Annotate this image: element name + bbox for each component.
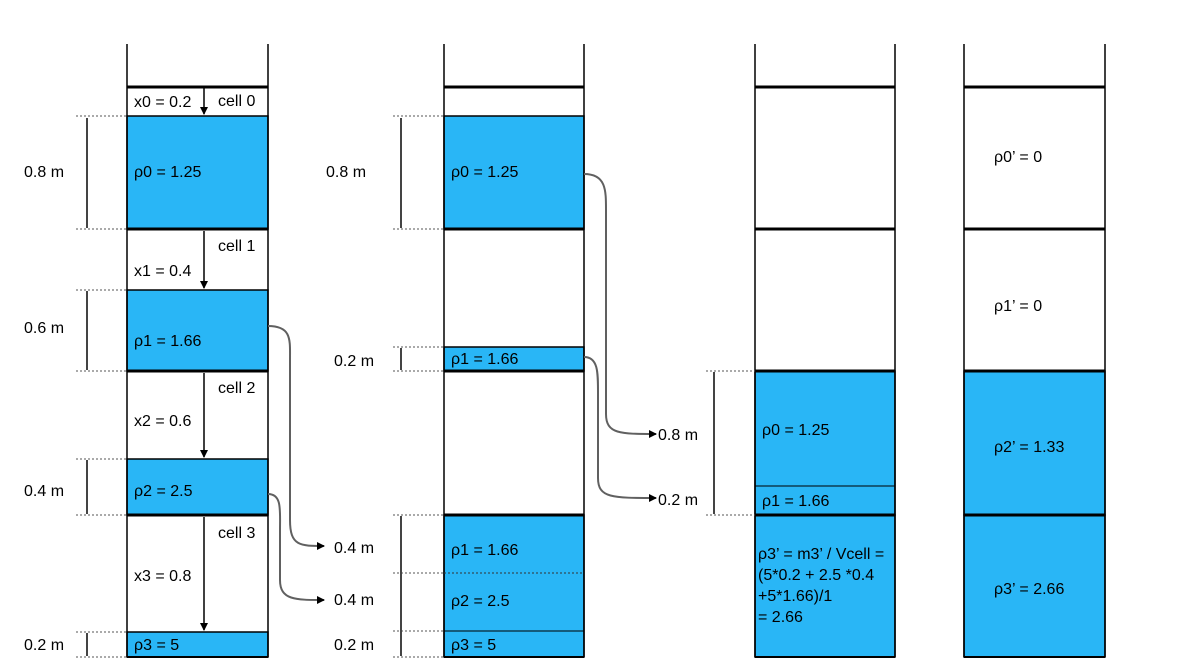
arrow-length-label: 0.8 m <box>658 427 698 444</box>
rho-label: ρ1 = 1.66 <box>451 351 518 368</box>
connectors-2 <box>583 173 657 502</box>
rho-label: ρ0 = 1.25 <box>451 164 518 181</box>
x-label: x0 = 0.2 <box>134 94 191 111</box>
cell-label: cell 3 <box>218 525 255 542</box>
x-label: x3 = 0.8 <box>134 568 191 585</box>
rho-label: ρ3’ = 2.66 <box>994 581 1064 598</box>
fluid-cell3 <box>754 514 896 658</box>
height-label: 0.2 m <box>334 353 374 370</box>
rho-label: ρ1 = 1.66 <box>134 333 201 350</box>
fluid-cell2 <box>754 370 896 516</box>
rho-label: ρ0’ = 0 <box>994 149 1042 166</box>
fluid-rho1 <box>126 289 269 372</box>
height-label: 0.2 m <box>334 637 374 654</box>
rho-label: ρ0 = 1.25 <box>762 422 829 439</box>
fluid-cell3 <box>963 514 1106 658</box>
x-label: x1 = 0.4 <box>134 263 191 280</box>
formula-line: = 2.66 <box>758 609 803 626</box>
dotted-guides <box>76 115 127 658</box>
x-label: x2 = 0.6 <box>134 413 191 430</box>
column-3: ρ0 = 1.25 ρ1 = 1.66 ρ3’ = m3’ / Vcell = … <box>706 44 896 658</box>
height-label: 0.8 m <box>24 164 64 181</box>
height-label: 0.6 m <box>24 320 64 337</box>
column-4: ρ0’ = 0 ρ1’ = 0 ρ2’ = 1.33 ρ3’ = 2.66 <box>963 44 1106 658</box>
formula-line: ρ3’ = m3’ / Vcell = <box>758 546 884 563</box>
fluid-cell2 <box>963 370 1106 516</box>
column-2: ρ0 = 1.25 0.8 m ρ1 = 1.66 0.2 m ρ1 = 1.6… <box>326 44 585 658</box>
rho-label: ρ3 = 5 <box>451 637 496 654</box>
rho-label: ρ1 = 1.66 <box>451 542 518 559</box>
rho-label: ρ2’ = 1.33 <box>994 439 1064 456</box>
formula-line: +5*1.66)/1 <box>758 588 832 605</box>
height-label: 0.2 m <box>24 637 64 654</box>
formula-line: (5*0.2 + 2.5 *0.4 <box>758 567 874 584</box>
cell-label: cell 0 <box>218 93 255 110</box>
cell-label: cell 2 <box>218 380 255 397</box>
arrow-length-label: 0.4 m <box>334 540 374 557</box>
height-label: 0.8 m <box>326 164 366 181</box>
arrow-length-label: 0.4 m <box>334 592 374 609</box>
cell-label: cell 1 <box>218 238 255 255</box>
arrow-length-label: 0.2 m <box>658 492 698 509</box>
connectors-1 <box>267 325 325 604</box>
rho-label: ρ1’ = 0 <box>994 298 1042 315</box>
rho-label: ρ0 = 1.25 <box>134 164 201 181</box>
height-label: 0.4 m <box>24 483 64 500</box>
rho-label: ρ3 = 5 <box>134 637 179 654</box>
fluid-rho2 <box>126 458 269 516</box>
dotted-guides <box>706 370 755 516</box>
column-1: cell 0 x0 = 0.2 ρ0 = 1.25 0.8 m cell 1 x… <box>24 44 269 658</box>
fluid-rho0 <box>126 115 269 230</box>
rho-label: ρ2 = 2.5 <box>134 483 193 500</box>
rho-label: ρ1 = 1.66 <box>762 493 829 510</box>
rho-label: ρ2 = 2.5 <box>451 593 510 610</box>
fluid-bottom <box>443 514 585 658</box>
